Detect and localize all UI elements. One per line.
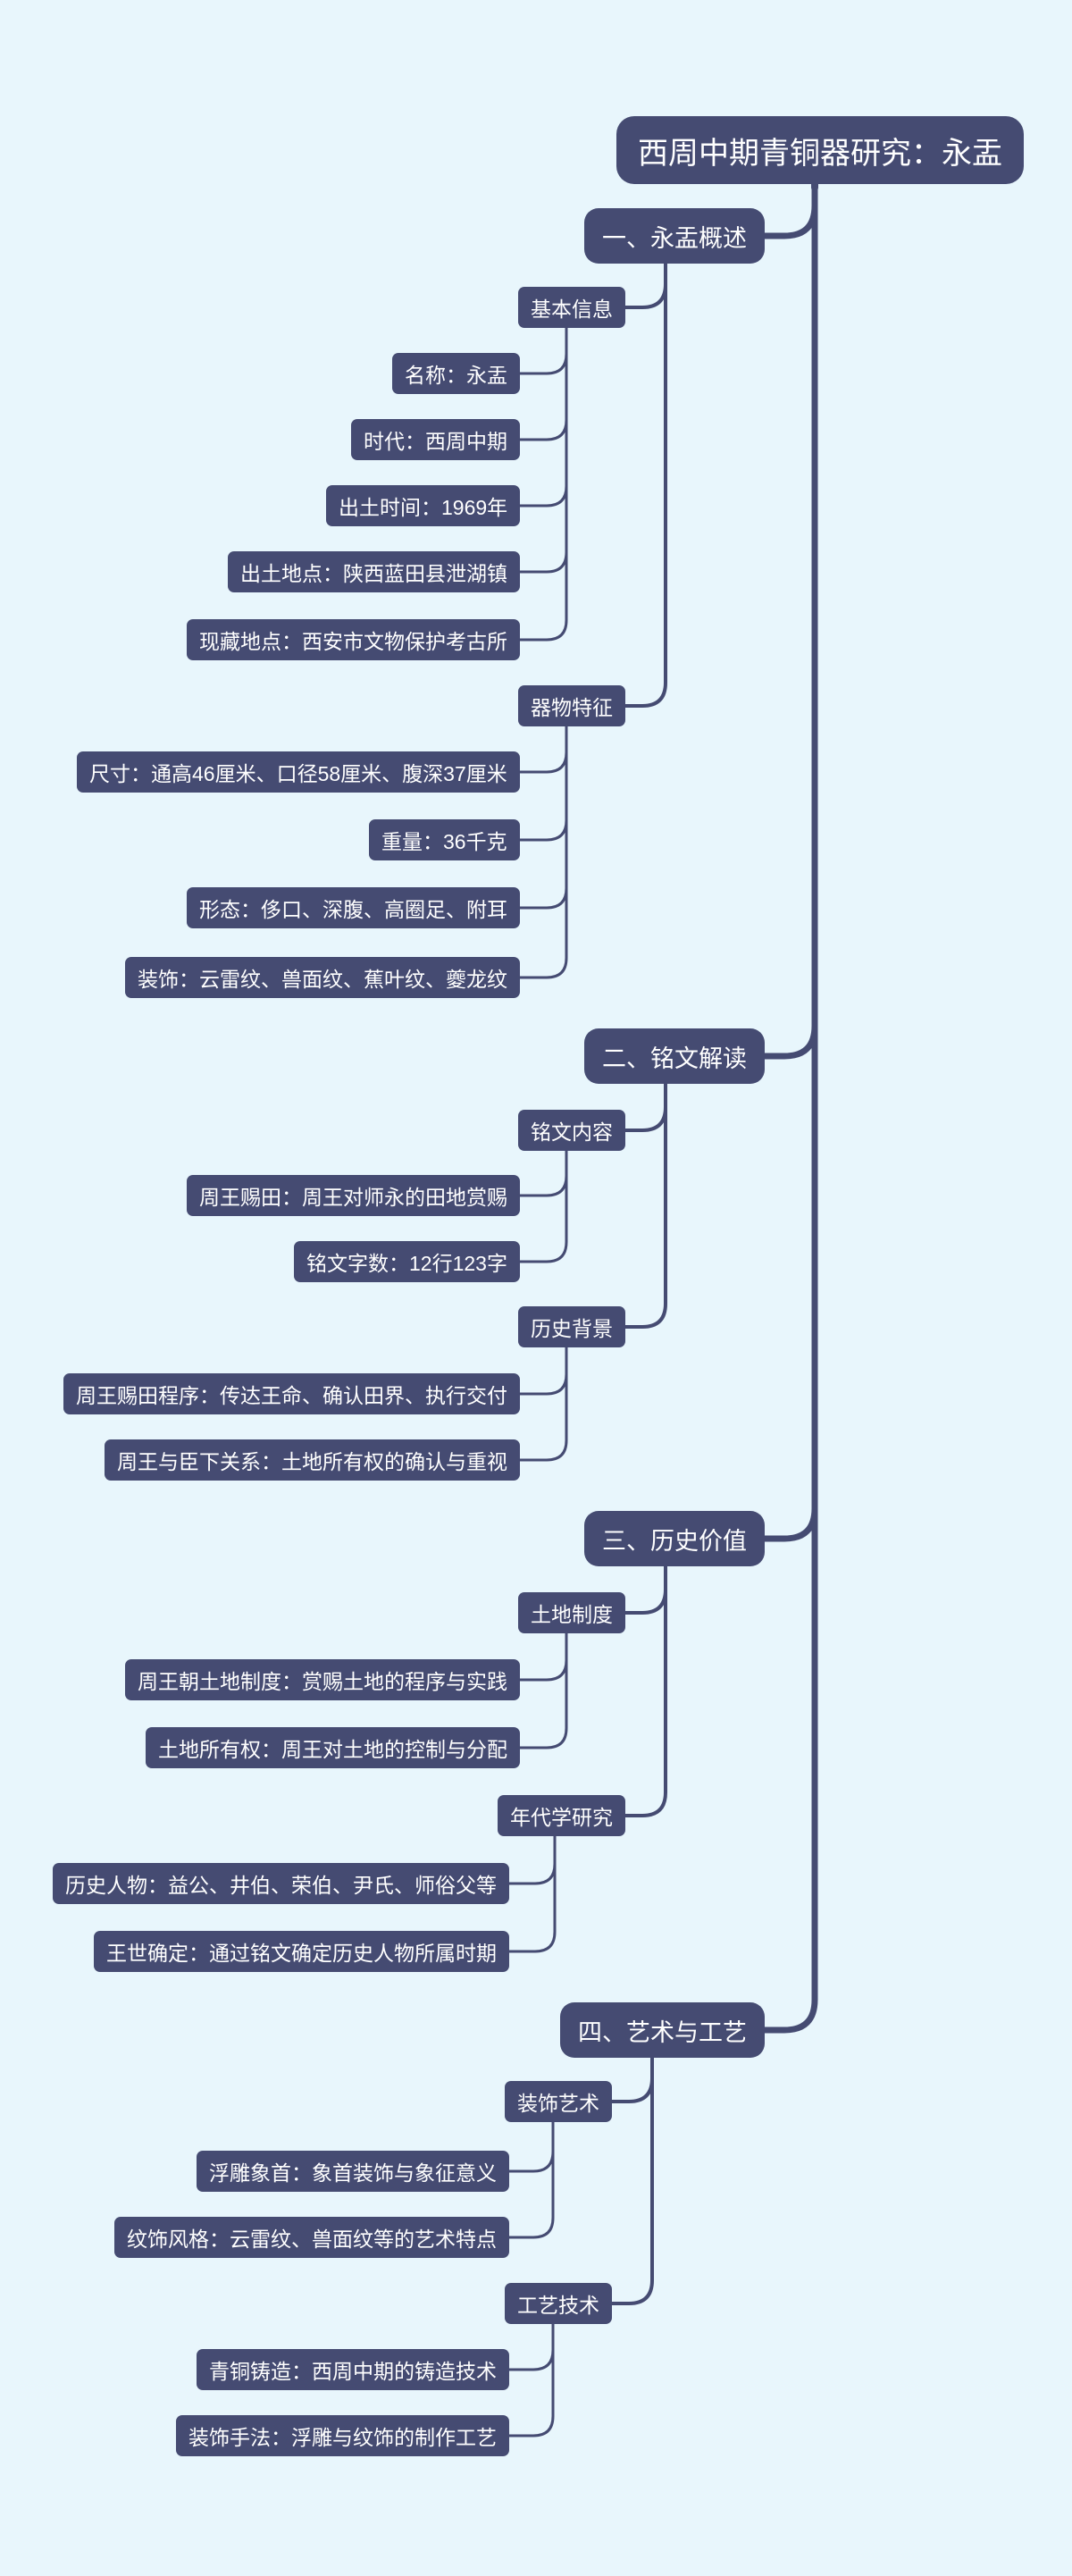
connector-line (518, 326, 568, 375)
leaf-node[interactable]: 尺寸：通高46厘米、口径58厘米、腹深37厘米 (77, 751, 520, 793)
group-node-inscription-content[interactable]: 铭文内容 (518, 1110, 625, 1151)
leaf-node[interactable]: 浮雕象首：象首装饰与象征意义 (197, 2151, 509, 2192)
connector-line (518, 725, 568, 842)
connector-line (610, 2056, 654, 2305)
group-node-basic-info[interactable]: 基本信息 (518, 287, 625, 328)
group-node-chronology[interactable]: 年代学研究 (498, 1795, 625, 1836)
connector-line (624, 1565, 667, 1615)
connector-line (624, 1565, 667, 1817)
connector-line (518, 725, 568, 979)
connector-line (518, 326, 568, 574)
connector-line (518, 326, 568, 642)
section-node-historical-value[interactable]: 三、历史价值 (584, 1511, 765, 1566)
connector-line (507, 2322, 555, 2371)
leaf-node[interactable]: 时代：西周中期 (351, 419, 520, 460)
connector-line (761, 180, 818, 239)
connector-line (624, 262, 667, 708)
root-node[interactable]: 西周中期青铜器研究：永盂 (616, 116, 1024, 184)
connector-line (624, 1082, 667, 1132)
leaf-node[interactable]: 出土时间：1969年 (326, 485, 521, 526)
connector-line (518, 1346, 568, 1462)
connector-line (518, 1632, 568, 1749)
connector-line (507, 2120, 555, 2239)
group-node-historical-background[interactable]: 历史背景 (518, 1306, 625, 1347)
leaf-node[interactable]: 周王赐田程序：传达王命、确认田界、执行交付 (63, 1373, 520, 1414)
connector-line (761, 180, 818, 2034)
leaf-node[interactable]: 周王朝土地制度：赏赐土地的程序与实践 (125, 1659, 520, 1700)
leaf-node[interactable]: 名称：永盂 (392, 353, 520, 394)
leaf-node[interactable]: 装饰手法：浮雕与纹饰的制作工艺 (176, 2415, 509, 2456)
connector-line (518, 1149, 568, 1263)
leaf-node[interactable]: 纹饰风格：云雷纹、兽面纹等的艺术特点 (114, 2217, 509, 2258)
leaf-node[interactable]: 出土地点：陕西蓝田县泄湖镇 (228, 551, 520, 592)
leaf-node[interactable]: 青铜铸造：西周中期的铸造技术 (197, 2349, 509, 2390)
connector-line (610, 2056, 654, 2103)
connector-line (518, 1632, 568, 1682)
leaf-node[interactable]: 重量：36千克 (369, 819, 520, 860)
group-node-land-system[interactable]: 土地制度 (518, 1592, 625, 1633)
leaf-node[interactable]: 铭文字数：12行123字 (294, 1241, 520, 1282)
leaf-node[interactable]: 土地所有权：周王对土地的控制与分配 (146, 1727, 520, 1768)
group-node-craft-technique[interactable]: 工艺技术 (505, 2283, 612, 2324)
leaf-node[interactable]: 现藏地点：西安市文物保护考古所 (187, 619, 520, 660)
leaf-node[interactable]: 王世确定：通过铭文确定历史人物所属时期 (94, 1931, 509, 1972)
leaf-node[interactable]: 形态：侈口、深腹、高圈足、附耳 (187, 887, 520, 928)
connector-line (518, 326, 568, 508)
group-node-features[interactable]: 器物特征 (518, 685, 625, 726)
connector-line (518, 326, 568, 441)
connector-line (624, 262, 667, 309)
section-node-inscription[interactable]: 二、铭文解读 (584, 1028, 765, 1084)
leaf-node[interactable]: 周王赐田：周王对师永的田地赏赐 (187, 1175, 520, 1216)
connector-line (518, 1346, 568, 1396)
connector-line (507, 2120, 555, 2173)
connector-line (507, 1834, 557, 1953)
connector-line (761, 180, 818, 1060)
connector-line (507, 1834, 557, 1885)
connector-line (507, 2322, 555, 2438)
leaf-node[interactable]: 周王与臣下关系：土地所有权的确认与重视 (105, 1439, 520, 1481)
connector-line (761, 180, 818, 1542)
connector-line (518, 1149, 568, 1197)
leaf-node[interactable]: 历史人物：益公、井伯、荣伯、尹氏、师俗父等 (53, 1863, 509, 1904)
section-node-art-craft[interactable]: 四、艺术与工艺 (560, 2002, 765, 2058)
connector-line (518, 725, 568, 774)
section-node-overview[interactable]: 一、永盂概述 (584, 208, 765, 264)
connector-line (518, 725, 568, 910)
group-node-decorative-art[interactable]: 装饰艺术 (505, 2081, 612, 2122)
connector-line (624, 1082, 667, 1329)
leaf-node[interactable]: 装饰：云雷纹、兽面纹、蕉叶纹、夔龙纹 (125, 957, 520, 998)
